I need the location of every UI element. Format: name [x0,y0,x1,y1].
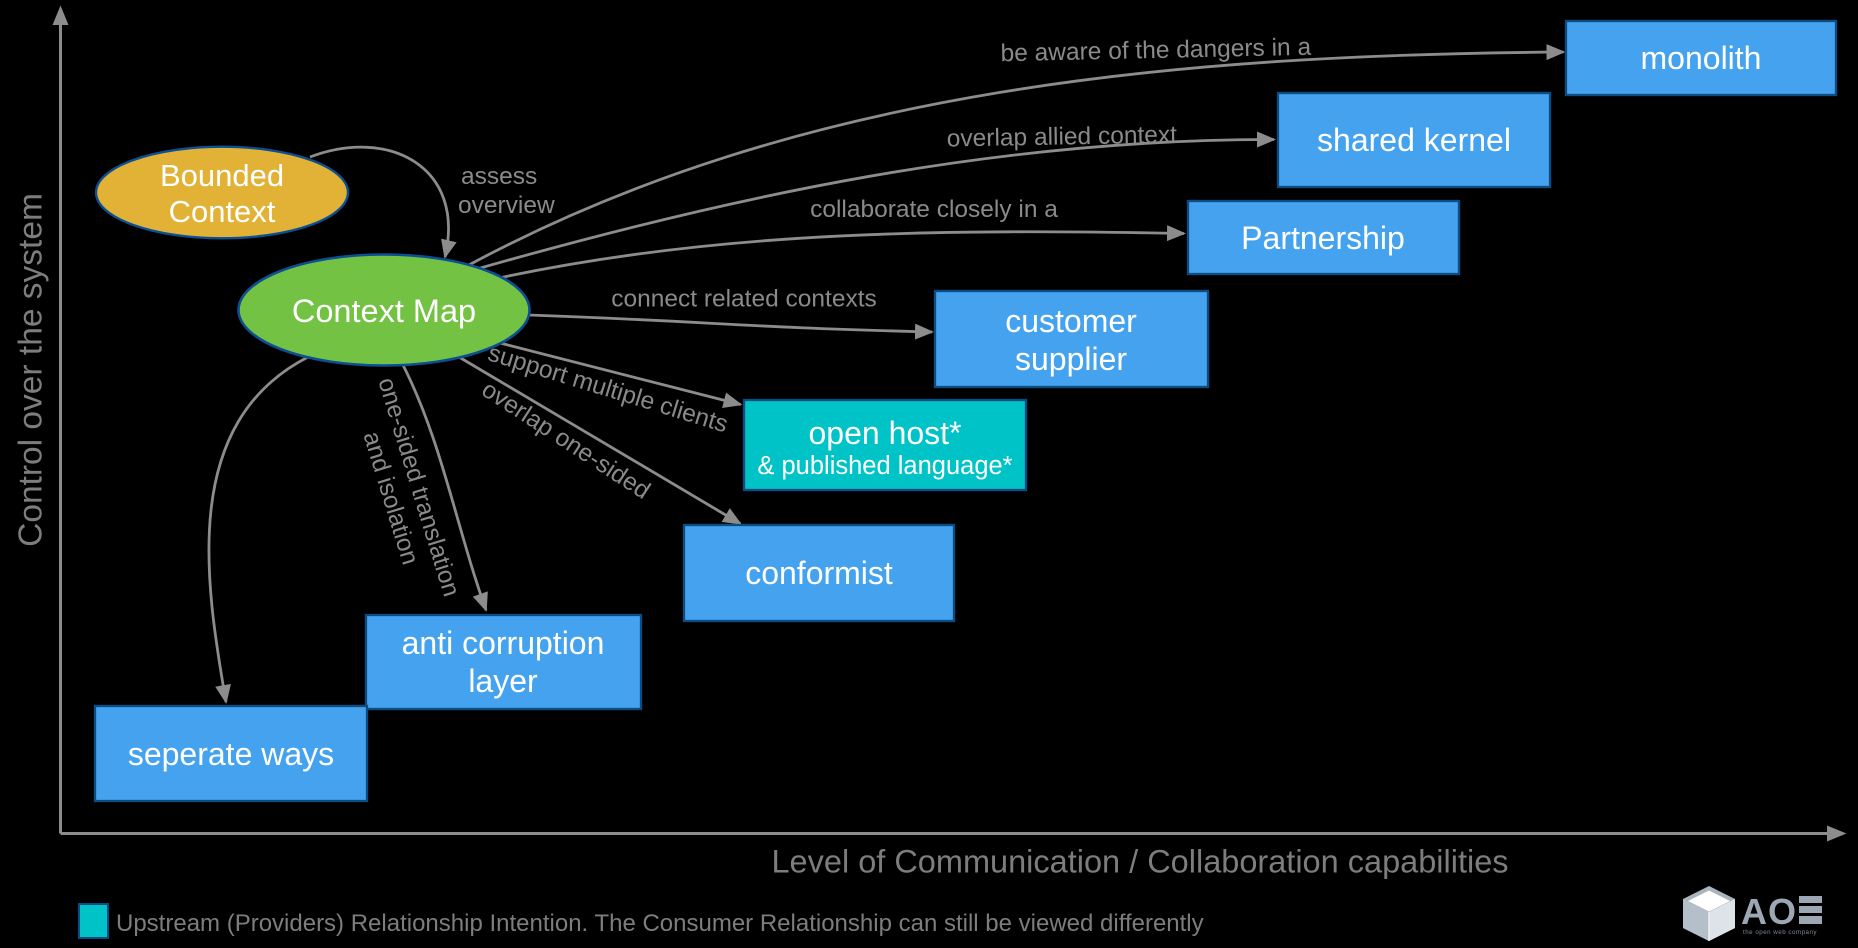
svg-text:overview: overview [458,192,555,219]
svg-text:connect related contexts: connect related contexts [611,286,877,313]
svg-text:Upstream (Providers) Relations: Upstream (Providers) Relationship Intent… [116,910,1204,937]
svg-text:conformist: conformist [745,555,893,591]
svg-text:assess: assess [461,163,537,190]
svg-text:anti corruption: anti corruption [402,625,605,661]
svg-text:Context Map: Context Map [292,293,476,329]
svg-text:the open web company: the open web company [1743,929,1817,936]
svg-text:Level of Communication / Colla: Level of Communication / Collaboration c… [771,844,1508,880]
svg-text:open host*: open host* [808,415,961,451]
svg-text:be aware of the dangers in a: be aware of the dangers in a [1000,34,1311,68]
svg-text:Context: Context [169,194,276,229]
svg-text:monolith: monolith [1641,40,1762,76]
svg-text:supplier: supplier [1015,341,1127,377]
svg-text:Bounded: Bounded [160,158,284,193]
svg-text:layer: layer [468,663,538,699]
svg-text:customer: customer [1005,303,1137,339]
svg-text:AO: AO [1741,891,1797,932]
svg-text:seperate ways: seperate ways [128,736,334,772]
svg-text:Partnership: Partnership [1241,220,1405,256]
svg-text:Control over the system: Control over the system [13,193,50,547]
svg-text:overlap allied context: overlap allied context [947,121,1178,152]
svg-text:& published language*: & published language* [757,452,1012,480]
svg-text:shared kernel: shared kernel [1317,122,1511,158]
svg-text:collaborate closely in a: collaborate closely in a [810,196,1058,223]
